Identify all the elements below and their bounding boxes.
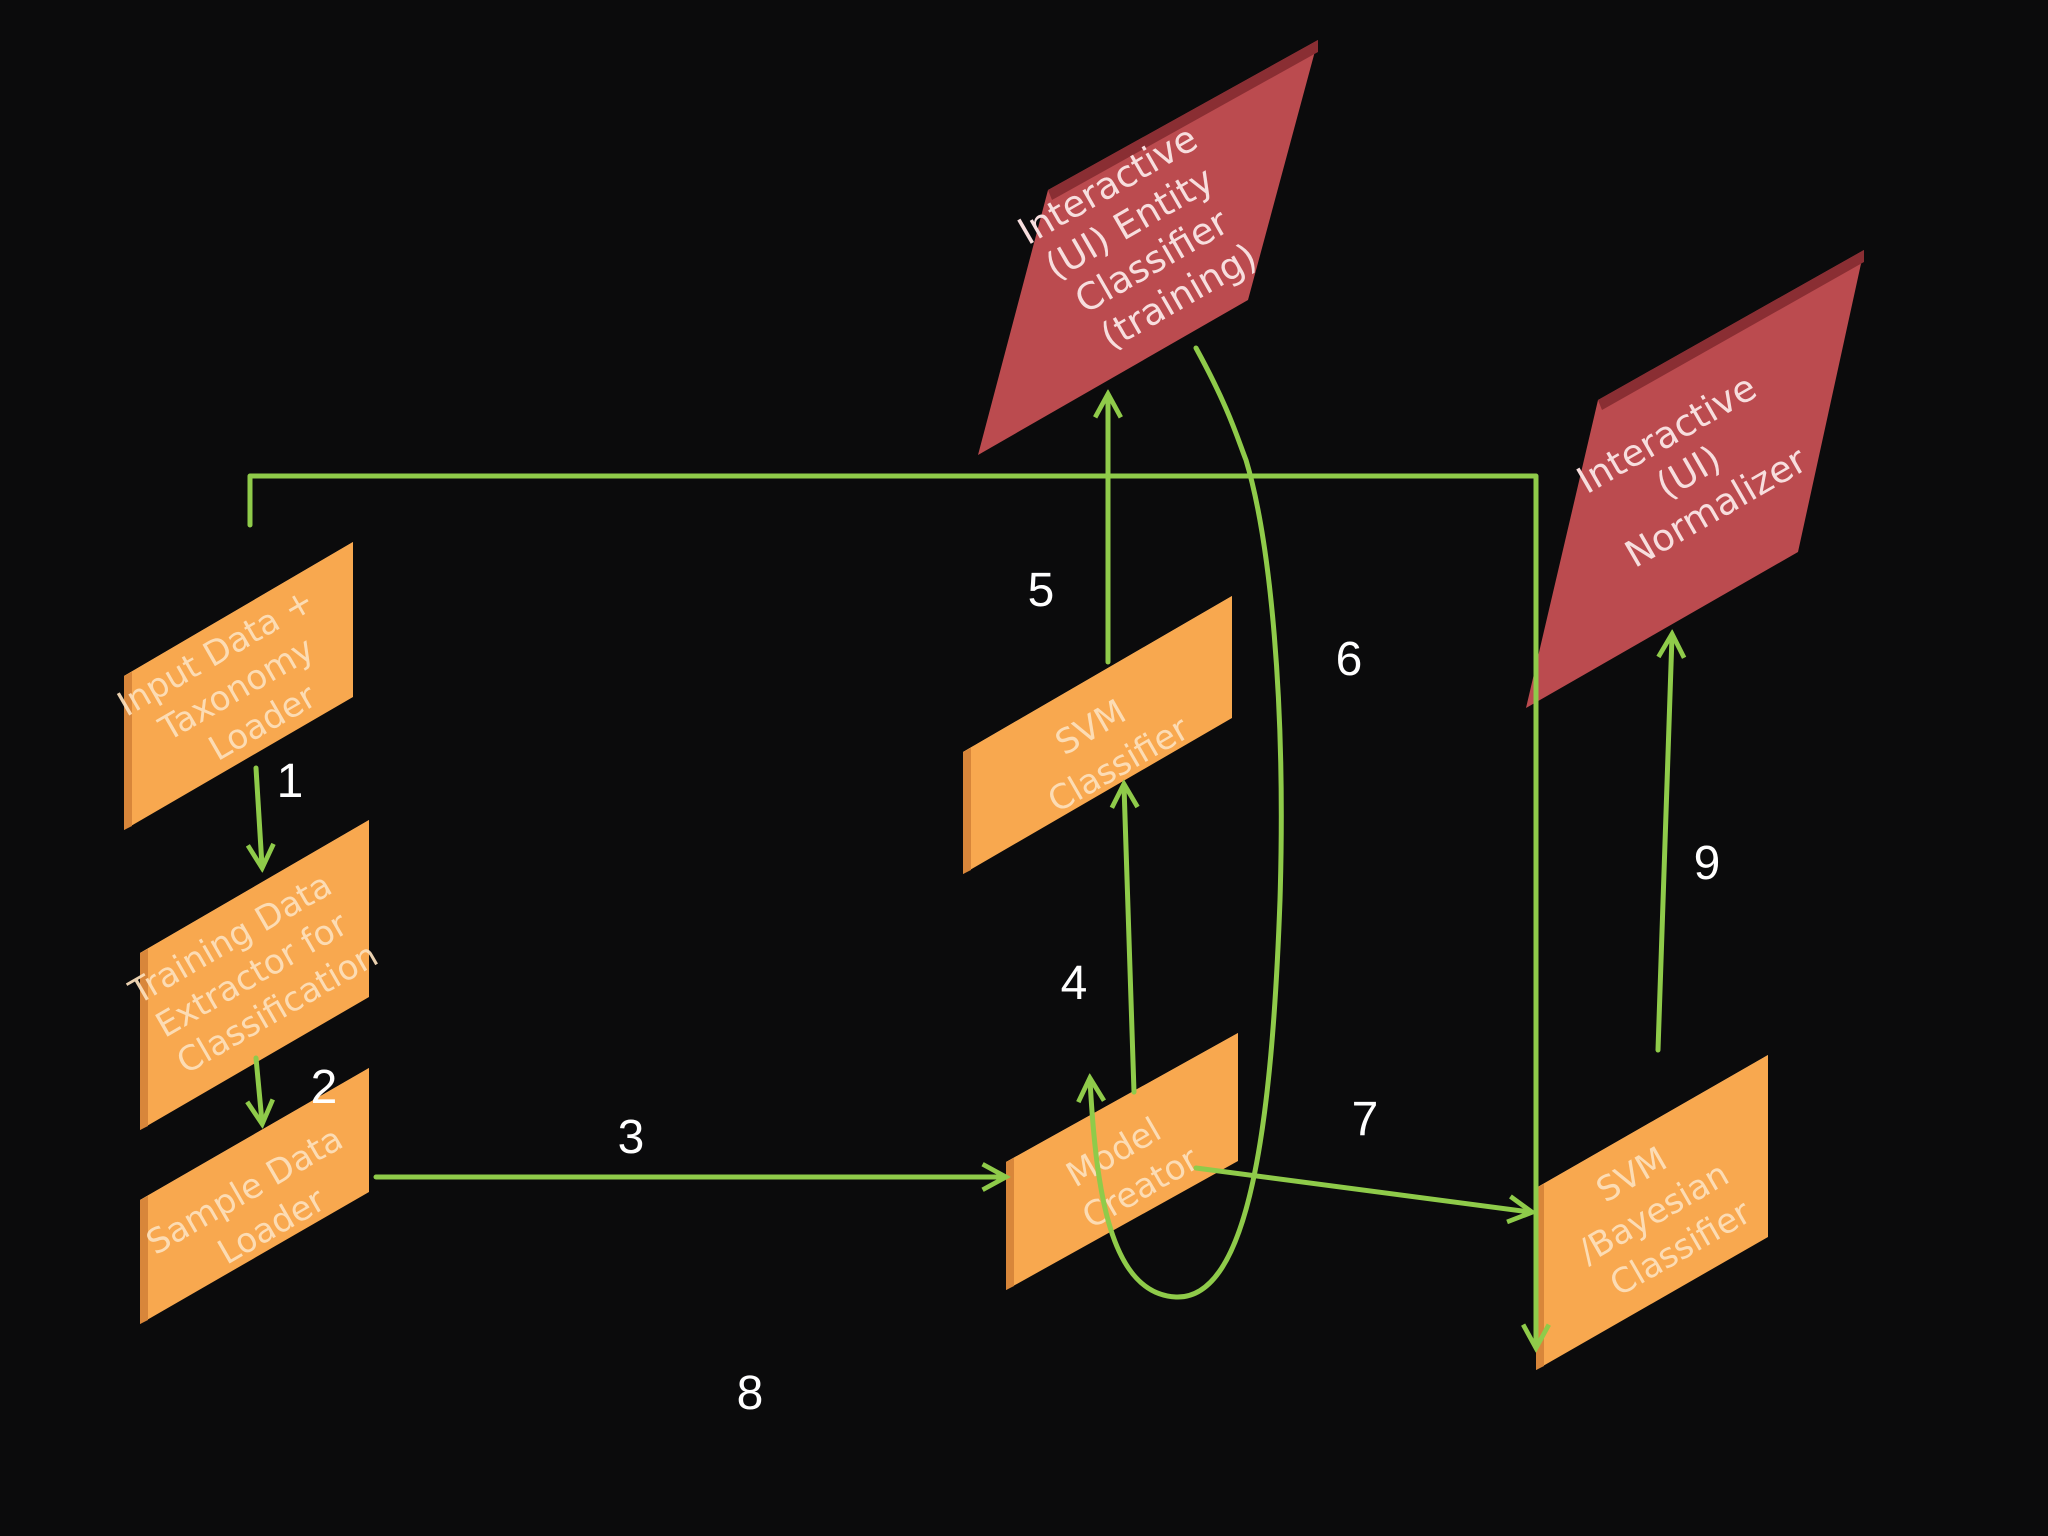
node-entity-classifier: Interactive (UI) Entity Classifier (trai… [978,40,1318,455]
node-input-loader: Input Data + Taxonomy Loader [111,542,353,830]
step-label-3: 3 [618,1111,645,1164]
node-model-creator: Model Creator [1006,1033,1238,1290]
node-sample-loader: Sample Data Loader [140,1068,369,1324]
connector-8 [247,473,1536,1346]
connector-1 [256,765,262,866]
connector-7 [1193,1165,1530,1212]
connector-9 [1655,636,1672,1053]
connector-6 [1090,345,1284,1300]
node-svm-classifier: SVM Classifier [963,596,1232,874]
step-label-5: 5 [1028,564,1055,617]
node-svm-bayesian: SVM /Bayesian Classifier [1536,1055,1768,1370]
step-label-6: 6 [1336,633,1363,686]
step-label-4: 4 [1061,957,1088,1010]
step-label-7: 7 [1352,1093,1379,1146]
step-label-8: 8 [737,1367,764,1420]
node-normalizer: Interactive (UI) Normalizer [1526,250,1864,708]
step-label-2: 2 [311,1061,338,1114]
step-label-9: 9 [1694,837,1721,890]
step-label-1: 1 [277,755,304,808]
connector-2 [256,1055,262,1122]
connector-4 [1124,786,1134,1095]
